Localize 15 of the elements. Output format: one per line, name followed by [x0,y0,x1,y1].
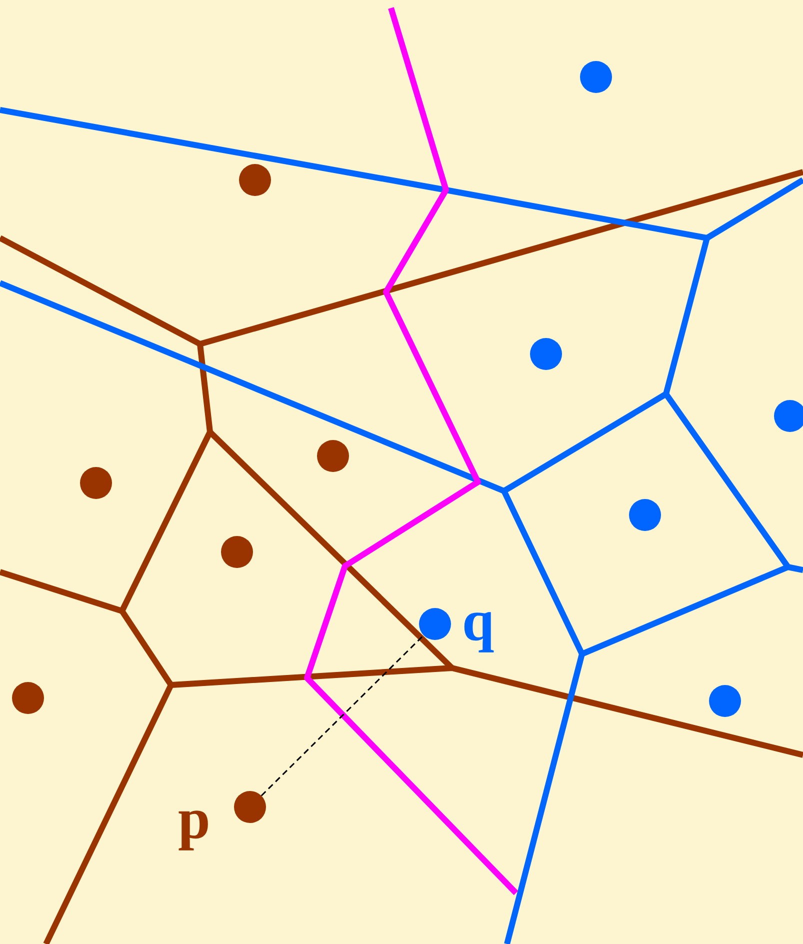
site-point [709,685,741,717]
site-point [317,440,349,472]
point-label: p [178,790,210,848]
site-point [234,791,266,823]
connecting-line [260,634,424,796]
point-label: q [462,592,494,650]
site-point [239,164,271,196]
site-point [774,400,803,432]
site-point [580,61,612,93]
site-point [80,467,112,499]
site-point [221,536,253,568]
site-point [629,499,661,531]
site-point [419,608,451,640]
site-point [12,682,44,714]
site-point [530,338,562,370]
